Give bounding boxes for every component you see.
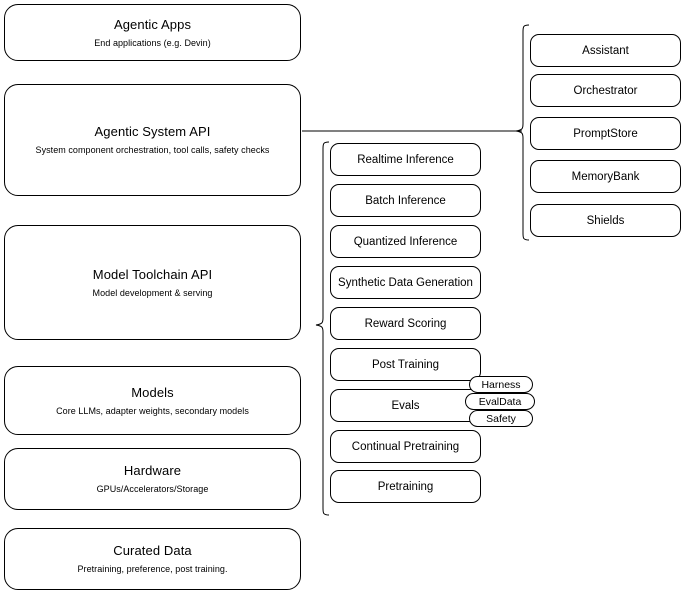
toolchain-chip-realtime-inference[interactable]: Realtime Inference — [330, 143, 481, 176]
toolchain-chip-batch-inference[interactable]: Batch Inference — [330, 184, 481, 217]
system-chip-orchestrator[interactable]: Orchestrator — [530, 74, 681, 107]
layer-card-hardware[interactable]: Hardware GPUs/Accelerators/Storage — [4, 448, 301, 510]
layer-subtitle: Core LLMs, adapter weights, secondary mo… — [56, 405, 249, 416]
chip-label: Shields — [586, 214, 625, 227]
chip-label: Orchestrator — [573, 84, 638, 97]
toolchain-chip-evals[interactable]: Evals — [330, 389, 481, 422]
chip-label: Post Training — [371, 358, 440, 371]
layer-subtitle: End applications (e.g. Devin) — [94, 37, 211, 48]
chip-label: Reward Scoring — [364, 317, 447, 330]
layer-card-agentic-system-api[interactable]: Agentic System API System component orch… — [4, 84, 301, 196]
layer-subtitle: Model development & serving — [92, 287, 213, 298]
chip-label: Realtime Inference — [357, 153, 454, 166]
layer-subtitle: GPUs/Accelerators/Storage — [96, 484, 209, 494]
layer-card-agentic-apps[interactable]: Agentic Apps End applications (e.g. Devi… — [4, 4, 301, 61]
system-chip-promptstore[interactable]: PromptStore — [530, 117, 681, 150]
system-chip-shields[interactable]: Shields — [530, 204, 681, 237]
toolchain-chip-pretraining[interactable]: Pretraining — [330, 470, 481, 503]
layer-title: Curated Data — [113, 543, 192, 558]
layer-title: Model Toolchain API — [92, 266, 213, 282]
chip-label: MemoryBank — [571, 170, 640, 183]
toolchain-chip-quantized-inference[interactable]: Quantized Inference — [330, 225, 481, 258]
chip-label: Quantized Inference — [353, 235, 458, 248]
pill-label: Harness — [481, 378, 521, 391]
brace-system-components — [515, 24, 530, 241]
chip-label: Synthetic Data Generation — [338, 276, 473, 289]
chip-label: Continual Pretraining — [351, 440, 460, 453]
toolchain-chip-synthetic-data-generation[interactable]: Synthetic Data Generation — [330, 266, 481, 299]
chip-label: Batch Inference — [365, 194, 446, 207]
toolchain-chip-reward-scoring[interactable]: Reward Scoring — [330, 307, 481, 340]
evals-pill-safety[interactable]: Safety — [469, 410, 533, 427]
chip-label: PromptStore — [573, 127, 638, 140]
chip-label: Pretraining — [377, 480, 434, 493]
layer-title: Hardware — [123, 463, 182, 478]
system-chip-memorybank[interactable]: MemoryBank — [530, 160, 681, 193]
layer-subtitle: System component orchestration, tool cal… — [35, 145, 270, 155]
system-chip-assistant[interactable]: Assistant — [530, 34, 681, 67]
evals-pill-evaldata[interactable]: EvalData — [465, 393, 535, 410]
layer-title: Agentic Apps — [113, 16, 192, 32]
pill-label: Safety — [486, 412, 516, 425]
toolchain-chip-post-training[interactable]: Post Training — [330, 348, 481, 381]
layer-title: Models — [131, 384, 174, 400]
layer-card-curated-data[interactable]: Curated Data Pretraining, preference, po… — [4, 528, 301, 590]
toolchain-chip-continual-pretraining[interactable]: Continual Pretraining — [330, 430, 481, 463]
brace-toolchain-capabilities — [315, 141, 330, 516]
chip-label: Evals — [391, 399, 420, 412]
layer-subtitle: Pretraining, preference, post training. — [77, 564, 228, 574]
layer-card-model-toolchain-api[interactable]: Model Toolchain API Model development & … — [4, 225, 301, 340]
layer-title: Agentic System API — [94, 124, 211, 139]
pill-label: EvalData — [478, 395, 522, 408]
layer-card-models[interactable]: Models Core LLMs, adapter weights, secon… — [4, 366, 301, 435]
chip-label: Assistant — [582, 44, 629, 57]
evals-pill-harness[interactable]: Harness — [469, 376, 533, 393]
